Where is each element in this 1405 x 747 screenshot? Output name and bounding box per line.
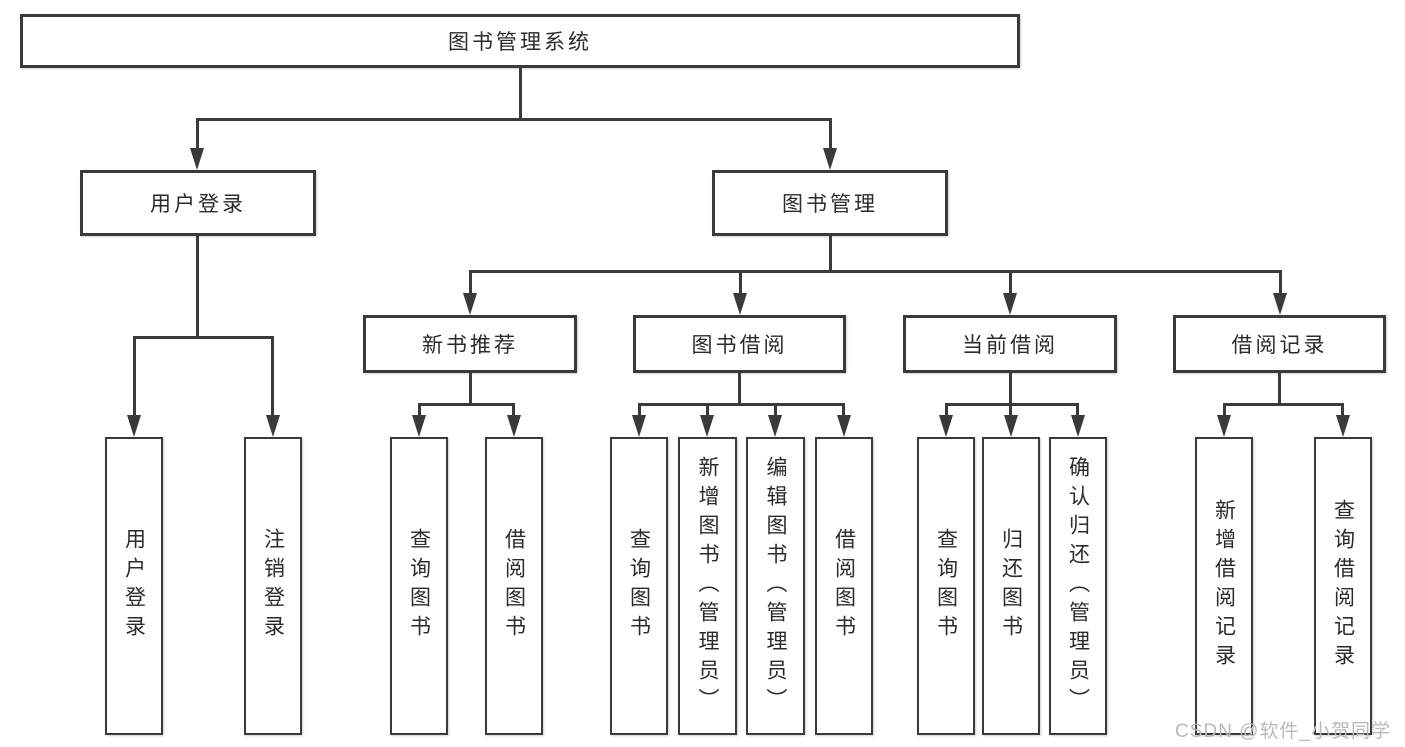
- node-label: 用户登录: [150, 193, 246, 216]
- node-label: 新增图书（管理员）: [696, 455, 719, 717]
- node-label: 注销登录: [261, 528, 285, 644]
- node-br-add-record: 新增借阅记录: [1195, 437, 1253, 735]
- connector-line: [469, 270, 472, 295]
- node-new-book-recommend: 新书推荐: [363, 315, 577, 373]
- node-label: 借阅记录: [1231, 334, 1328, 357]
- node-cb-return-books: 归还图书: [982, 437, 1040, 735]
- connector-line: [1223, 403, 1344, 406]
- connector-line: [418, 403, 421, 417]
- connector-line: [945, 403, 948, 417]
- node-user-login-leaf: 用户登录: [105, 437, 163, 735]
- node-nbr-query-books: 查询图书: [390, 437, 448, 735]
- node-logout-leaf: 注销登录: [244, 437, 302, 735]
- connector-line: [1076, 403, 1079, 417]
- node-label: 查询借阅记录: [1331, 499, 1355, 673]
- arrowhead-down: [1071, 415, 1085, 437]
- node-borrowing-records: 借阅记录: [1173, 315, 1386, 373]
- node-bb-query-books: 查询图书: [610, 437, 668, 735]
- arrowhead-down: [733, 293, 747, 315]
- node-label: 图书借阅: [691, 334, 788, 357]
- arrowhead-down: [1003, 293, 1017, 315]
- connector-line: [738, 373, 741, 406]
- connector-line: [512, 403, 515, 417]
- connector-line: [945, 403, 1079, 406]
- arrowhead-down: [939, 415, 953, 437]
- arrowhead-down: [837, 415, 851, 437]
- node-label: 新书推荐: [422, 334, 518, 357]
- node-root-label: 图书管理系统: [448, 31, 592, 54]
- node-label: 当前借阅: [962, 334, 1058, 357]
- arrowhead-down: [463, 293, 477, 315]
- connector-line: [1009, 373, 1012, 406]
- connector-line: [1278, 373, 1281, 406]
- connector-line: [418, 403, 515, 406]
- arrowhead-down: [507, 415, 521, 437]
- node-br-query-record: 查询借阅记录: [1314, 437, 1372, 735]
- connector-line: [1009, 270, 1012, 295]
- node-label: 查询图书: [934, 528, 958, 644]
- connector-line: [638, 403, 641, 417]
- connector-line: [1341, 403, 1344, 417]
- arrowhead-down: [823, 148, 837, 170]
- node-label: 用户登录: [122, 528, 146, 644]
- arrowhead-down: [1336, 415, 1350, 437]
- arrowhead-down: [632, 415, 646, 437]
- node-label: 借阅图书: [502, 528, 526, 644]
- node-label: 编辑图书（管理员）: [764, 455, 787, 717]
- node-bb-edit-books-admin: 编辑图书（管理员）: [746, 437, 805, 735]
- node-book-management: 图书管理: [712, 170, 948, 236]
- connector-line: [739, 270, 742, 295]
- connector-line: [469, 270, 1281, 273]
- node-label: 新增借阅记录: [1212, 499, 1236, 673]
- arrowhead-down: [266, 415, 280, 437]
- arrowhead-down: [412, 415, 426, 437]
- connector-line: [638, 403, 845, 406]
- connector-line: [133, 336, 274, 339]
- node-current-borrowing: 当前借阅: [903, 315, 1117, 373]
- node-label: 查询图书: [627, 528, 651, 644]
- node-cb-confirm-return-admin: 确认归还（管理员）: [1049, 437, 1107, 735]
- connector-line: [469, 373, 472, 406]
- arrowhead-down: [1273, 293, 1287, 315]
- connector-line: [196, 118, 832, 121]
- node-cb-query-books: 查询图书: [917, 437, 975, 735]
- connector-line: [133, 336, 136, 417]
- node-bb-add-books-admin: 新增图书（管理员）: [678, 437, 737, 735]
- connector-line: [842, 403, 845, 417]
- node-bb-borrow-books: 借阅图书: [815, 437, 873, 735]
- node-label: 归还图书: [999, 528, 1023, 644]
- arrowhead-down: [768, 415, 782, 437]
- node-label: 借阅图书: [832, 528, 856, 644]
- connector-line: [1009, 403, 1012, 417]
- connector-line: [196, 118, 199, 150]
- connector-line: [1279, 270, 1282, 295]
- node-nbr-borrow-books: 借阅图书: [485, 437, 543, 735]
- connector-line: [196, 236, 199, 339]
- arrowhead-down: [1217, 415, 1231, 437]
- connector-line: [774, 403, 777, 417]
- node-label: 查询图书: [407, 528, 431, 644]
- arrowhead-down: [700, 415, 714, 437]
- connector-line: [271, 336, 274, 417]
- connector-line: [519, 66, 522, 120]
- arrowhead-down: [190, 148, 204, 170]
- watermark: CSDN @软件_小贺同学: [1175, 721, 1391, 742]
- arrowhead-down: [127, 415, 141, 437]
- connector-line: [829, 118, 832, 150]
- connector-line: [1223, 403, 1226, 417]
- connector-line: [706, 403, 709, 417]
- arrowhead-down: [1004, 415, 1018, 437]
- node-label: 图书管理: [782, 193, 878, 216]
- node-label: 确认归还（管理员）: [1066, 455, 1090, 717]
- node-user-login: 用户登录: [80, 170, 316, 236]
- connector-line: [829, 236, 832, 273]
- node-root: 图书管理系统: [20, 14, 1020, 68]
- node-book-borrowing: 图书借阅: [633, 315, 846, 373]
